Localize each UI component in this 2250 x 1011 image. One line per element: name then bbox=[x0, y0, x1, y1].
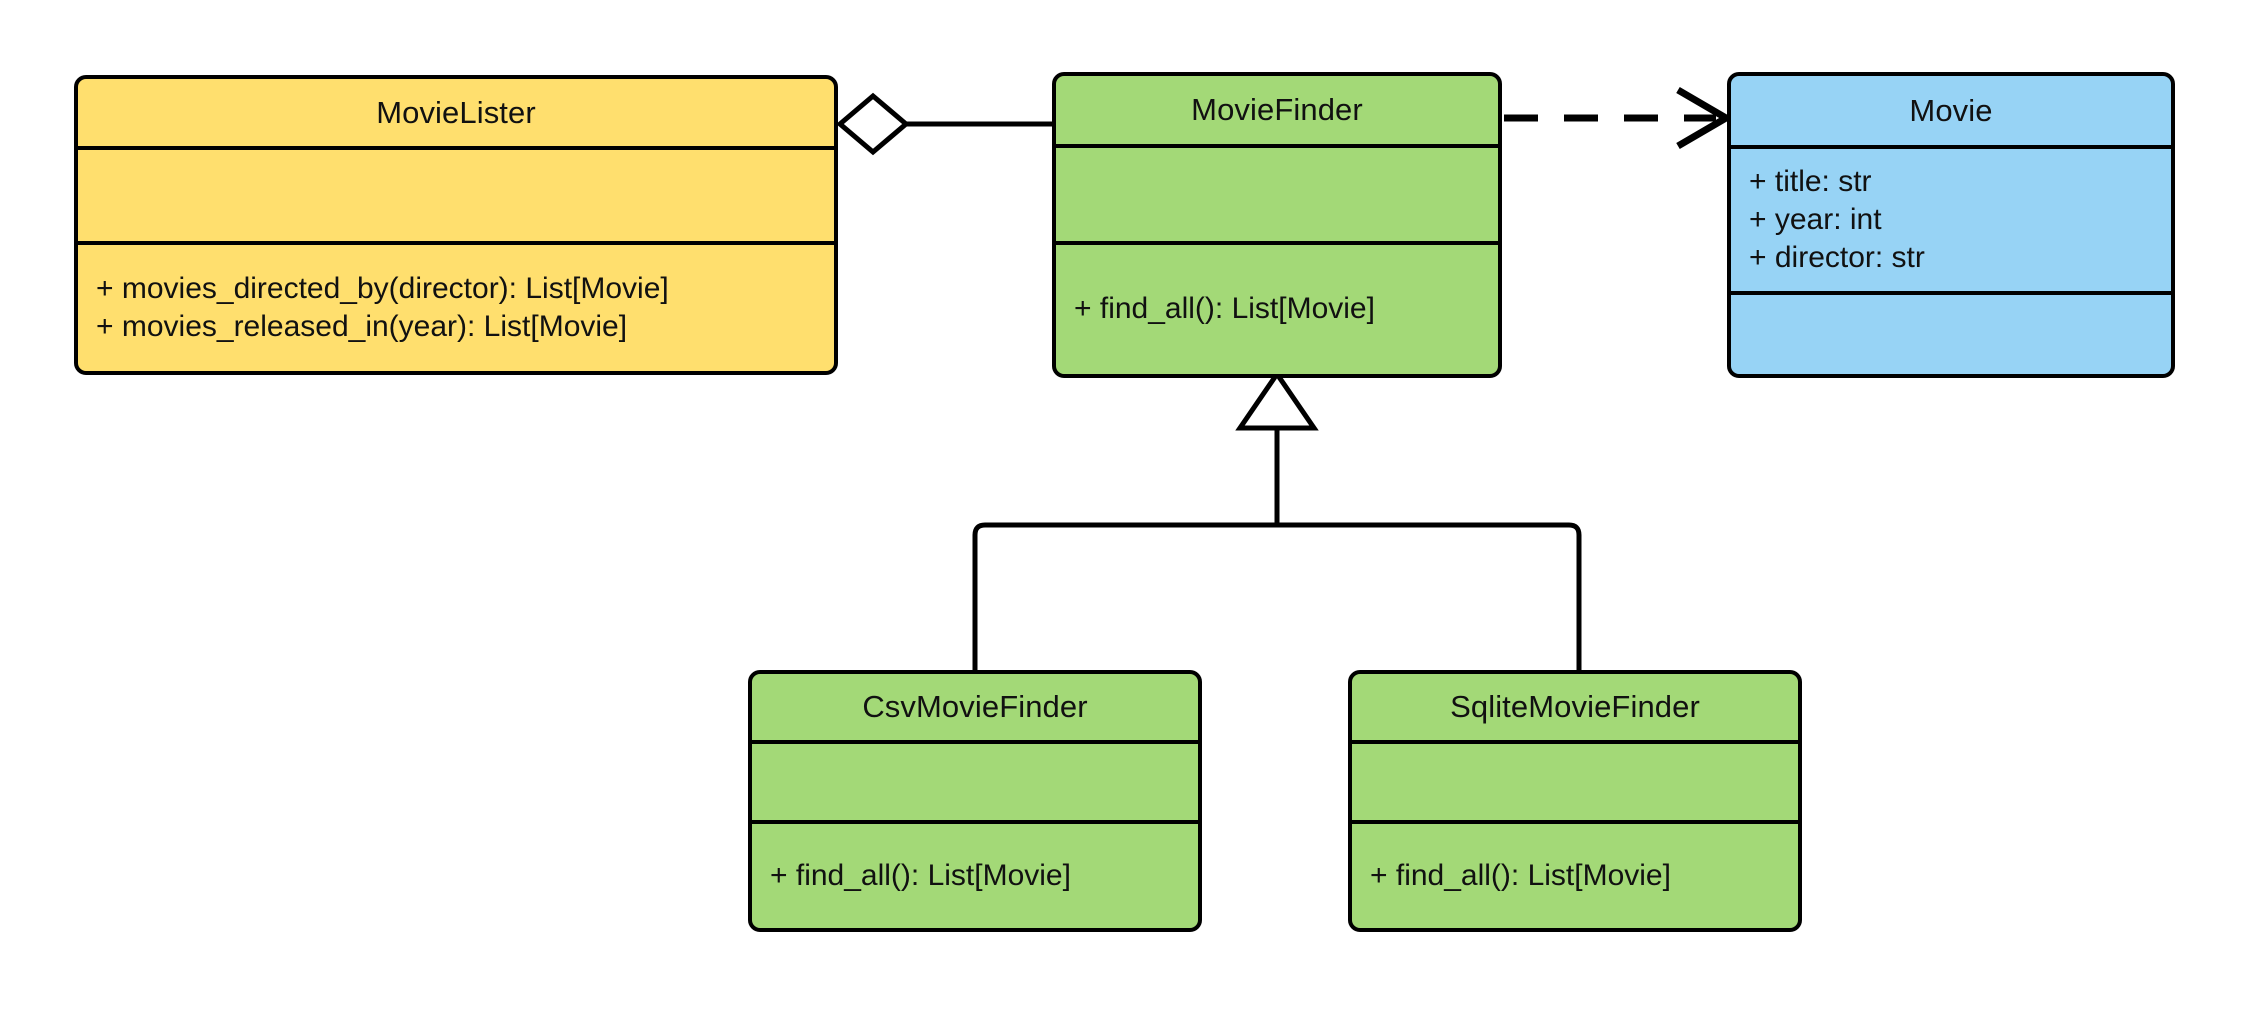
class-methods-compartment: + movies_directed_by(director): List[Mov… bbox=[78, 241, 834, 371]
aggregation-edge-movielister-moviefinder[interactable] bbox=[836, 92, 1052, 156]
class-name-label: CsvMovieFinder bbox=[862, 689, 1088, 724]
class-name-compartment: Movie bbox=[1731, 76, 2171, 145]
class-box-movie[interactable]: Movie + title: str + year: int + directo… bbox=[1727, 72, 2175, 378]
class-box-sqlitemoviefinder[interactable]: SqliteMovieFinder + find_all(): List[Mov… bbox=[1348, 670, 1802, 932]
class-method-item: + movies_directed_by(director): List[Mov… bbox=[96, 271, 669, 305]
class-methods-compartment: + find_all(): List[Movie] bbox=[1352, 820, 1798, 928]
class-name-label: SqliteMovieFinder bbox=[1450, 689, 1700, 724]
class-attribute-item: + title: str bbox=[1749, 164, 1872, 198]
class-attributes-compartment bbox=[1352, 740, 1798, 820]
class-name-label: Movie bbox=[1909, 92, 1993, 128]
class-methods-compartment bbox=[1731, 291, 2171, 374]
dependency-edge-moviefinder-movie[interactable] bbox=[1504, 86, 1733, 150]
class-box-movielister[interactable]: MovieLister + movies_directed_by(directo… bbox=[74, 75, 838, 375]
class-name-label: MovieFinder bbox=[1191, 92, 1363, 127]
class-attribute-item: + year: int bbox=[1749, 202, 1882, 236]
class-name-compartment: MovieFinder bbox=[1056, 76, 1498, 144]
class-methods-compartment: + find_all(): List[Movie] bbox=[1056, 241, 1498, 374]
hollow-triangle-icon bbox=[1235, 369, 1319, 431]
class-method-item: + find_all(): List[Movie] bbox=[1074, 292, 1375, 326]
hollow-diamond-icon bbox=[836, 92, 910, 156]
open-arrow-icon bbox=[1676, 86, 1733, 150]
class-box-moviefinder[interactable]: MovieFinder + find_all(): List[Movie] bbox=[1052, 72, 1502, 378]
generalization-edge-group[interactable] bbox=[972, 369, 1582, 672]
class-attributes-compartment bbox=[752, 740, 1198, 820]
class-name-label: MovieLister bbox=[376, 94, 536, 130]
generalization-branch-bar bbox=[972, 522, 1582, 672]
class-attributes-compartment bbox=[78, 146, 834, 241]
class-attributes-compartment bbox=[1056, 144, 1498, 241]
class-attribute-item: + director: str bbox=[1749, 241, 1925, 275]
class-name-compartment: SqliteMovieFinder bbox=[1352, 674, 1798, 740]
class-method-item: + find_all(): List[Movie] bbox=[1370, 858, 1671, 892]
class-attributes-compartment: + title: str + year: int + director: str bbox=[1731, 145, 2171, 291]
class-name-compartment: CsvMovieFinder bbox=[752, 674, 1198, 740]
class-name-compartment: MovieLister bbox=[78, 79, 834, 146]
class-method-item: + find_all(): List[Movie] bbox=[770, 858, 1071, 892]
class-methods-compartment: + find_all(): List[Movie] bbox=[752, 820, 1198, 928]
class-box-csvmoviefinder[interactable]: CsvMovieFinder + find_all(): List[Movie] bbox=[748, 670, 1202, 932]
class-method-item: + movies_released_in(year): List[Movie] bbox=[96, 310, 628, 343]
